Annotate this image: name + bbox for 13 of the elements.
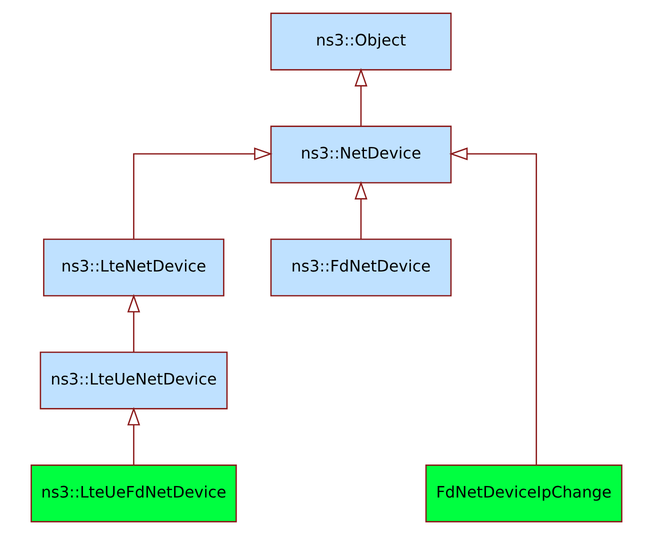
arrow <box>133 147 272 239</box>
node-box: ns3::LteUeNetDevice <box>40 352 228 410</box>
arrow <box>354 181 368 239</box>
node-box: ns3::FdNetDevice <box>270 238 452 296</box>
arrow <box>354 68 368 126</box>
node-box: ns3::NetDevice <box>270 126 452 184</box>
arrow <box>127 294 140 352</box>
arrow <box>449 147 538 466</box>
node-box: ns3::LteNetDevice <box>43 238 224 296</box>
node-box: FdNetDeviceIpChange <box>425 464 622 522</box>
node-box: ns3::LteUeFdNetDevice <box>30 464 237 522</box>
node-box: ns3::Object <box>270 12 452 70</box>
arrow <box>127 406 140 465</box>
